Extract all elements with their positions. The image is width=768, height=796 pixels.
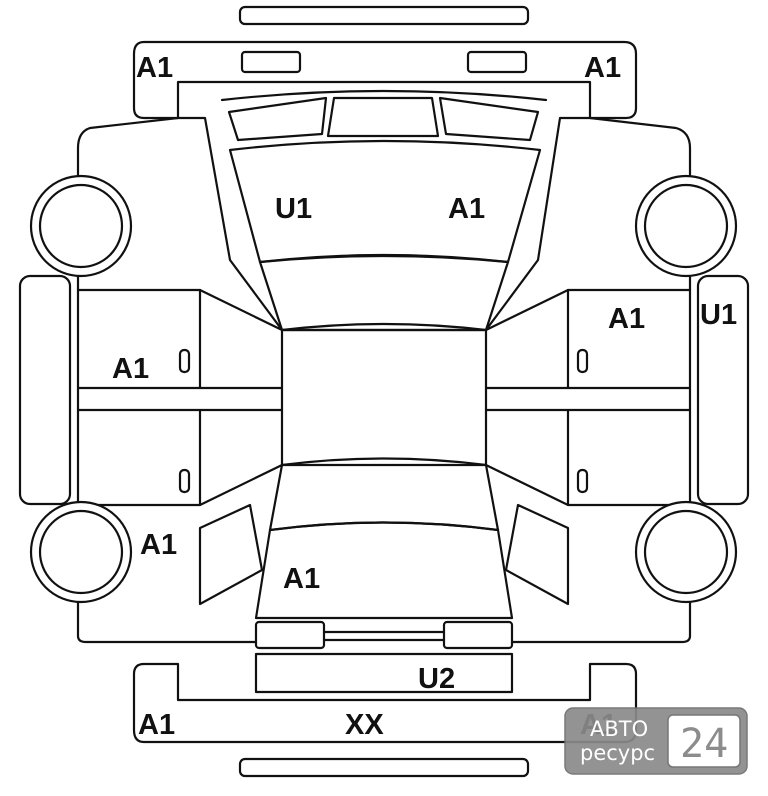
rear-bumper xyxy=(132,662,638,744)
roof xyxy=(280,328,488,467)
left-front-door-handle xyxy=(178,348,191,374)
left-rear-door-handle xyxy=(178,468,191,494)
rear-left-wheel-inner xyxy=(38,509,124,595)
code-rear-bumper-center: XX xyxy=(345,709,384,741)
rear-bumper-bottom-strip xyxy=(238,757,530,778)
front-right-fender xyxy=(484,116,692,332)
watermark-number: 24 xyxy=(680,721,728,767)
code-front-bumper-right: A1 xyxy=(584,52,621,84)
rear-right-wheel-inner xyxy=(643,509,729,595)
rear-window xyxy=(254,521,514,620)
right-front-door-handle xyxy=(576,348,589,374)
front-left-vent xyxy=(227,96,328,142)
front-left-wheel-inner xyxy=(38,183,124,269)
front-hood-outline xyxy=(176,116,284,332)
code-right-door: A1 xyxy=(608,303,645,335)
rear-window-upper xyxy=(268,463,500,532)
rear-glass-panel xyxy=(254,652,514,694)
front-center-strip xyxy=(326,96,440,138)
right-rear-door-handle xyxy=(576,468,589,494)
watermark-number-box xyxy=(667,714,741,768)
roof-rear-edge xyxy=(280,457,488,467)
watermark-logo: АВТО ресурс 24 xyxy=(564,707,748,775)
right-doors xyxy=(484,288,692,507)
code-rear-glass: U2 xyxy=(418,663,455,695)
right-tail-light xyxy=(442,620,514,650)
front-left-wheel-outer xyxy=(29,174,133,278)
watermark-line2: ресурс xyxy=(580,741,655,765)
front-right-vent xyxy=(438,96,540,142)
code-front-bumper-left: A1 xyxy=(136,52,173,84)
code-rear-bumper-left: A1 xyxy=(138,709,175,741)
left-tail-light xyxy=(254,620,326,650)
rear-right-wheel-outer xyxy=(634,500,738,604)
right-side-panel xyxy=(696,274,750,506)
code-windshield-left: U1 xyxy=(275,193,312,225)
front-right-wheel-outer xyxy=(634,174,738,278)
rear-left-quarter xyxy=(198,503,264,606)
front-left-fender xyxy=(76,116,284,332)
roof-front-edge xyxy=(280,322,488,332)
left-side-panel xyxy=(18,274,72,506)
code-left-door: A1 xyxy=(112,353,149,385)
front-window-frame xyxy=(220,89,548,102)
front-bumper xyxy=(132,40,638,120)
right-headlight xyxy=(466,50,528,74)
left-headlight xyxy=(240,50,302,74)
rear-left-wheel-outer xyxy=(29,500,133,604)
left-doors xyxy=(76,288,284,507)
code-windshield-right: A1 xyxy=(448,193,485,225)
code-rear-window: A1 xyxy=(283,563,320,595)
rear-right-quarter xyxy=(504,503,570,606)
code-left-rear-fender: A1 xyxy=(140,529,177,561)
front-hood-outline-right xyxy=(484,116,592,332)
watermark-line1: АВТО xyxy=(590,717,648,741)
tail-light-bar xyxy=(322,630,446,642)
dashboard-area xyxy=(258,254,510,332)
front-bumper-top-strip xyxy=(238,5,530,26)
code-right-side-panel: U1 xyxy=(700,299,737,331)
front-right-wheel-inner xyxy=(643,183,729,269)
